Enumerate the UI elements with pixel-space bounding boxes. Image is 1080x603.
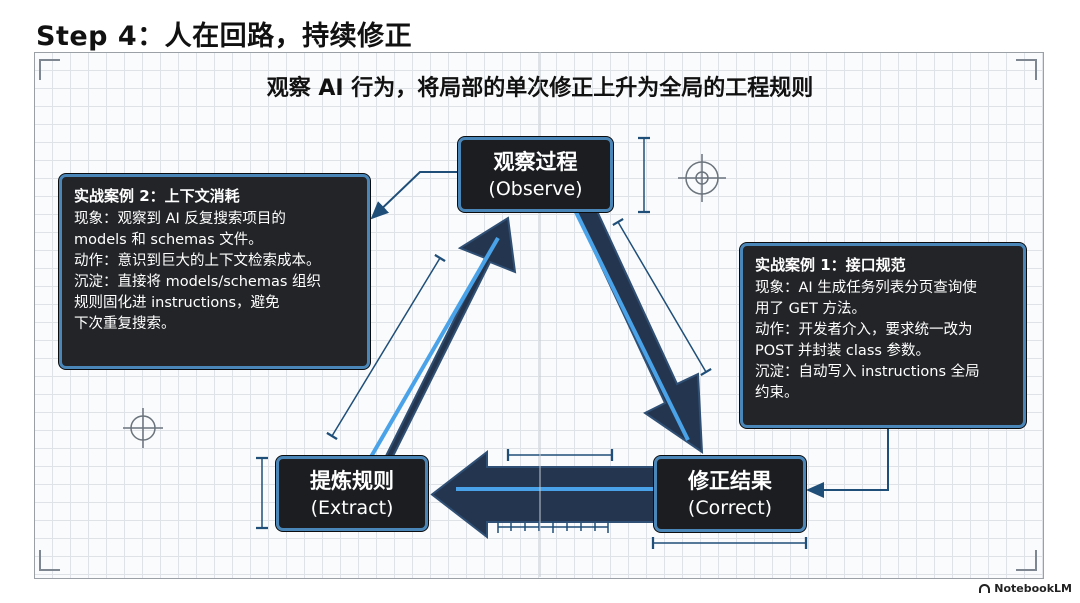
node-correct: 修正结果 (Correct) <box>654 456 806 532</box>
dimension-lines <box>256 136 808 549</box>
arrow-correct-to-extract <box>430 449 663 540</box>
case-card-1: 实战案例 1：接口规范 现象：AI 生成任务列表分页查询使 用了 GET 方法。… <box>740 243 1026 428</box>
case1-line: 用了 GET 方法。 <box>755 301 866 317</box>
node-extract-zh: 提炼规则 <box>310 468 394 493</box>
crosshair-icon <box>678 154 726 202</box>
case2-title: 实战案例 2：上下文消耗 <box>74 187 240 205</box>
arrow-observe-to-correct <box>552 183 704 454</box>
case1-connector-arrow <box>806 425 889 498</box>
case1-line: 沉淀：自动写入 instructions 全局 <box>755 364 980 380</box>
case1-line: POST 并封装 class 参数。 <box>755 343 931 359</box>
case2-line: 沉淀：直接将 models/schemas 组织 <box>74 274 322 290</box>
slide-title: Step 4：人在回路，持续修正 <box>36 21 413 52</box>
case1-line: 约束。 <box>755 385 799 401</box>
brand-mark: NotebookLM <box>979 582 1072 595</box>
node-observe-zh: 观察过程 <box>493 149 578 174</box>
notebooklm-logo-icon <box>979 584 991 593</box>
arrow-extract-to-observe <box>346 216 517 478</box>
case-card-2: 实战案例 2：上下文消耗 现象：观察到 AI 反复搜索项目的 models 和 … <box>59 174 370 369</box>
case2-line: 现象：观察到 AI 反复搜索项目的 <box>74 211 286 227</box>
node-observe: 观察过程 (Observe) <box>458 137 613 212</box>
node-extract: 提炼规则 (Extract) <box>276 456 428 531</box>
crosshair-icon <box>123 408 163 448</box>
node-observe-en: (Observe) <box>488 177 583 200</box>
case2-connector-arrow <box>370 171 458 220</box>
case1-line: 现象：AI 生成任务列表分页查询使 <box>755 280 977 296</box>
corner-brackets <box>39 59 1037 571</box>
case2-line: 动作：意识到巨大的上下文检索成本。 <box>74 253 321 269</box>
case1-line: 动作：开发者介入，要求统一改为 <box>755 322 973 338</box>
node-correct-zh: 修正结果 <box>688 469 772 493</box>
case2-line: models 和 schemas 文件。 <box>74 232 263 248</box>
case2-line: 规则固化进 instructions，避免 <box>74 295 280 311</box>
node-extract-en: (Extract) <box>310 496 394 519</box>
brand-name: NotebookLM <box>994 582 1072 595</box>
case1-title: 实战案例 1：接口规范 <box>755 256 906 274</box>
node-correct-en: (Correct) <box>687 497 773 519</box>
case2-line: 下次重复搜索。 <box>74 316 176 332</box>
